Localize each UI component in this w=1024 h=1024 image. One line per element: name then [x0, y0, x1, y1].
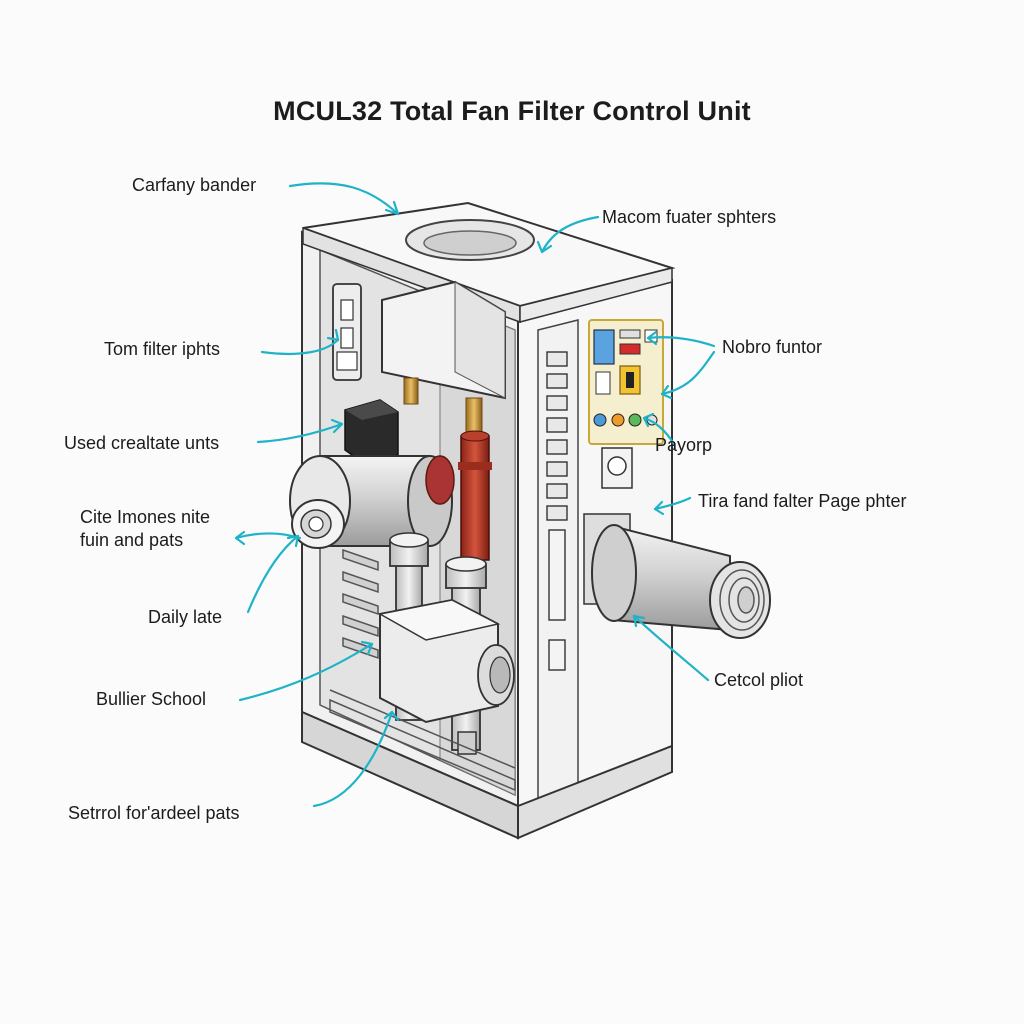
arrowhead-nobro-2: [660, 384, 673, 400]
arrow-nobro-funtor-1: [646, 336, 716, 348]
callout-arrows: [234, 182, 716, 808]
label-tira-fand-falter: Tira fand falter Page phter: [698, 491, 907, 511]
label-cite-imones-line2: fuin and pats: [80, 530, 184, 550]
label-used-crealtate-unts: Used crealtate unts: [64, 433, 220, 453]
left-fan-cylinder: [289, 455, 455, 549]
arrow-tira-fand: [653, 496, 692, 511]
label-setrrol-pats: Setrrol for'ardeel pats: [68, 803, 240, 823]
arrowhead-payorp: [642, 412, 655, 428]
label-bullier-school: Bullier School: [96, 689, 207, 709]
top-opening: [405, 219, 535, 261]
label-cite-imones-line1: Cite Imones nite: [80, 507, 211, 527]
arrowhead-cetcol-pliot: [632, 614, 646, 628]
arrow-nobro-funtor-2: [660, 350, 716, 396]
label-payorp: Payorp: [655, 435, 713, 455]
brass-fittings: [403, 377, 483, 439]
vertical-pipes: [377, 532, 515, 755]
arrowhead-tira-fand: [653, 500, 665, 516]
right-outlet-pipe: [583, 513, 771, 639]
arrow-cetcol-pliot: [632, 614, 710, 682]
label-nobro-funtor: Nobro funtor: [722, 337, 823, 357]
red-cylinder: [458, 430, 492, 561]
left-vents: [342, 548, 379, 660]
control-panel: [588, 319, 664, 445]
arrow-setrrol: [312, 710, 394, 808]
left-bracket: [332, 283, 362, 381]
arrow-bullier-school: [238, 642, 374, 702]
front-slots: [546, 351, 568, 671]
arrowhead-macom-fuater: [536, 240, 553, 254]
arrow-carfany-bander: [288, 182, 400, 216]
fan-housing-box: [381, 280, 506, 400]
arrowhead-daily-late: [286, 534, 300, 548]
arrow-tom-filter: [260, 338, 340, 355]
arrowhead-used-crealtate: [330, 418, 344, 434]
label-cetcol-pliot: Cetcol pliot: [714, 670, 804, 690]
arrowhead-nobro-1: [646, 330, 658, 346]
arrowhead-bullier-school: [360, 640, 374, 656]
dial: [601, 447, 633, 489]
arrow-used-crealtate: [256, 422, 344, 444]
arrowhead-setrrol: [383, 710, 400, 722]
arrow-macom-fuater: [540, 215, 600, 254]
label-carfany-bander: Carfany bander: [132, 175, 257, 195]
label-macom-fuater-sphters: Macom fuater sphters: [602, 207, 777, 227]
floor-frame: [329, 689, 516, 792]
arrow-payorp: [642, 416, 676, 446]
arrowhead-carfany-bander: [384, 200, 400, 216]
label-daily-late: Daily late: [148, 607, 223, 627]
label-tom-filter-iphts: Tom filter iphts: [104, 339, 221, 359]
arrow-daily-late: [246, 534, 300, 614]
arrowhead-tom-filter: [326, 328, 340, 342]
diagram-title: MCUL32 Total Fan Filter Control Unit: [273, 96, 751, 126]
control-module: [344, 399, 399, 463]
arrowhead-cite-imones-left: [234, 530, 246, 546]
